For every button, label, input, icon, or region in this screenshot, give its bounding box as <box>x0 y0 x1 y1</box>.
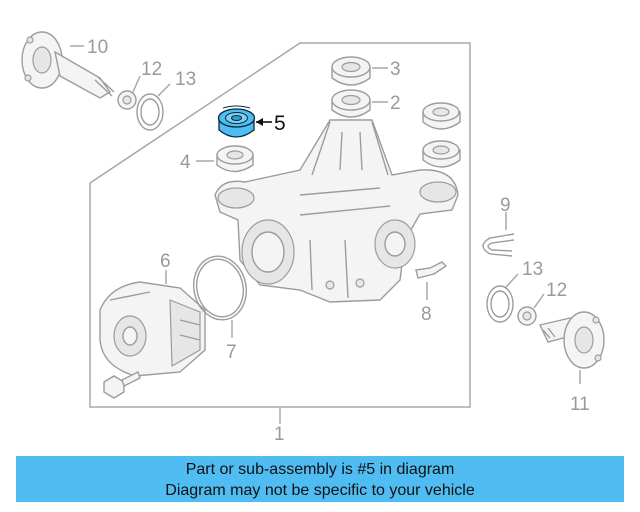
callout-1: 1 <box>274 424 285 445</box>
callout-6: 6 <box>160 251 171 272</box>
part-12-seal-left <box>117 90 137 110</box>
part-3-bushing <box>331 56 371 86</box>
callout-13-left: 13 <box>175 69 196 90</box>
callout-12-left: 12 <box>141 59 162 80</box>
part-13-oring-left <box>136 93 164 131</box>
part-2-bushing <box>331 89 371 118</box>
part-13-oring-right <box>486 285 514 323</box>
part-7-gasket <box>193 255 247 321</box>
part-9-clip <box>482 233 515 257</box>
callout-4: 4 <box>180 152 191 173</box>
callout-13-right: 13 <box>522 259 543 280</box>
part-10-flange-shaft <box>21 31 115 99</box>
info-banner: Part or sub-assembly is #5 in diagram Di… <box>16 456 624 502</box>
callout-3: 3 <box>390 59 401 80</box>
callout-2: 2 <box>390 93 401 114</box>
bolt <box>103 371 141 399</box>
banner-line-1: Part or sub-assembly is #5 in diagram <box>185 461 455 478</box>
part-11-flange-shaft <box>538 311 605 369</box>
part-1-differential-housing <box>214 119 459 303</box>
callout-12-right: 12 <box>546 280 567 301</box>
parts-diagram: 10 12 13 5 4 3 2 <box>21 31 605 445</box>
part-6-cover <box>99 281 206 377</box>
callout-5: 5 <box>274 112 286 135</box>
right-lower-bushing <box>422 140 461 168</box>
banner-line-2: Diagram may not be specific to your vehi… <box>165 482 475 499</box>
callout-10: 10 <box>87 37 108 58</box>
callout-9: 9 <box>500 195 511 216</box>
part-12-seal-right <box>517 306 537 326</box>
callout-7: 7 <box>226 342 237 363</box>
assembly-outline <box>89 42 471 408</box>
right-upper-bushing <box>422 102 461 130</box>
callout-11: 11 <box>570 394 590 415</box>
part-8-vent <box>415 261 448 279</box>
part-4-bushing <box>216 145 254 173</box>
part-5-mount-bushing <box>217 105 256 138</box>
callout-8: 8 <box>421 304 432 325</box>
